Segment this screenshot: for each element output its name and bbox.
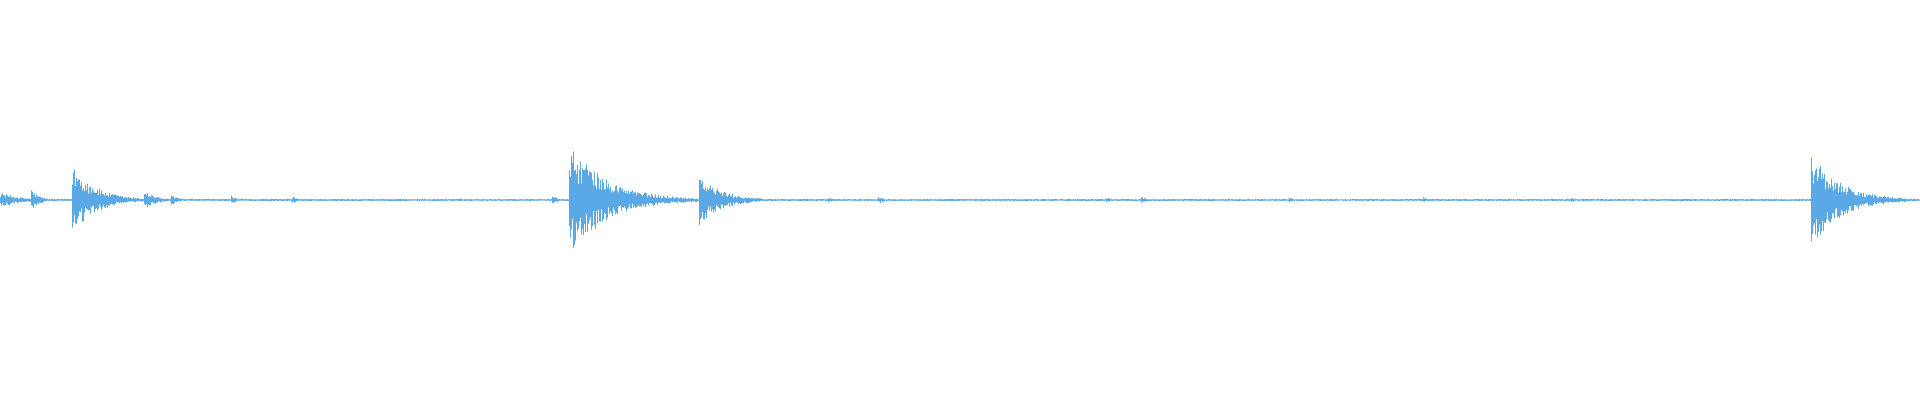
waveform-trace xyxy=(0,151,1920,248)
